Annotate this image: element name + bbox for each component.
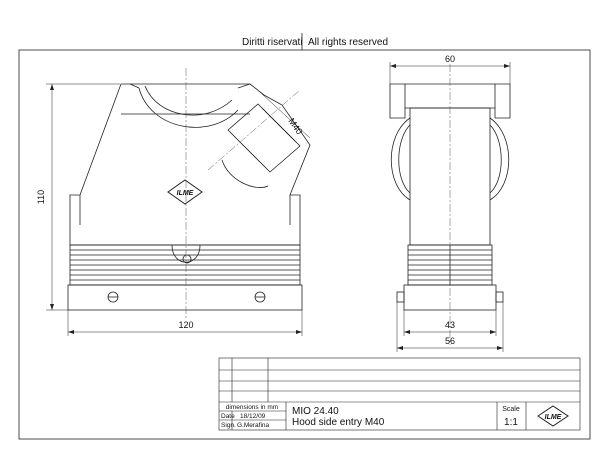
dim-inner-width-43: 43 xyxy=(445,320,455,330)
dim-overall-width-56: 56 xyxy=(445,336,455,346)
front-logo: ILME xyxy=(167,179,203,205)
sheet-border xyxy=(18,49,591,440)
front-logo-diamond xyxy=(167,179,203,205)
side-bulge-left-inner xyxy=(398,124,411,194)
scale-value: 1:1 xyxy=(504,417,518,428)
front-view-dimensions xyxy=(46,83,311,336)
hood-top-rim xyxy=(129,83,140,89)
latch-pin xyxy=(182,254,192,264)
dim-top-width-60: 60 xyxy=(445,54,455,64)
side-bulge-right-inner xyxy=(489,124,502,194)
arrow xyxy=(390,64,396,68)
base-flange xyxy=(67,284,303,311)
latch-notch xyxy=(171,244,201,263)
part-description: Hood side entry M40 xyxy=(292,417,385,428)
arrow xyxy=(504,64,510,68)
latch-pin-right xyxy=(495,291,504,303)
centerline-entry xyxy=(207,89,301,171)
front-logo-text: ILME xyxy=(177,190,194,197)
units-note: dimensions in mm xyxy=(226,404,278,411)
front-view-arrows xyxy=(50,84,302,334)
hood-dome-inner xyxy=(144,85,233,116)
title-block xyxy=(218,357,581,431)
hood-dome xyxy=(138,87,239,128)
title-logo-text: ILME xyxy=(545,414,562,421)
title-block-frame xyxy=(218,357,581,431)
arrow xyxy=(397,346,403,350)
cable-entry-m40 xyxy=(227,103,301,173)
arrow xyxy=(404,330,410,334)
cable-entry-face xyxy=(261,107,296,142)
hood-body-outline xyxy=(69,83,311,246)
side-bulge-left xyxy=(391,117,411,201)
arrow xyxy=(50,84,54,90)
sign-label: Sign. xyxy=(221,422,236,429)
title-block-logo: ILME xyxy=(537,405,569,427)
date-value: 18/12/09 xyxy=(240,413,266,420)
cable-entry-throat xyxy=(221,159,269,188)
arrow xyxy=(50,304,54,310)
arrow xyxy=(497,346,503,350)
arrow xyxy=(490,330,496,334)
sign-value: G.Merafina xyxy=(237,422,270,429)
scale-label: Scale xyxy=(502,406,520,413)
date-label: Date xyxy=(221,413,235,420)
part-code: MIO 24.40 xyxy=(292,406,339,417)
copyright-notice-it: Diritti riservati xyxy=(242,37,303,48)
side-bulge-right xyxy=(489,117,509,201)
side-view-arrows xyxy=(390,64,510,350)
dim-m40-line xyxy=(261,93,311,139)
latch-pin-left xyxy=(396,291,405,303)
dim-width-120: 120 xyxy=(178,320,193,330)
side-top-cap xyxy=(389,83,511,119)
front-view-centerlines xyxy=(185,68,301,318)
copyright-notice-en: All rights reserved xyxy=(308,37,388,48)
arrow xyxy=(296,330,302,334)
dim-height-110: 110 xyxy=(36,190,46,204)
hood-top-rim-right xyxy=(237,83,251,89)
front-view xyxy=(67,83,311,311)
title-logo-diamond xyxy=(537,405,569,427)
side-view-dimensions xyxy=(389,62,511,352)
arrow xyxy=(68,330,74,334)
